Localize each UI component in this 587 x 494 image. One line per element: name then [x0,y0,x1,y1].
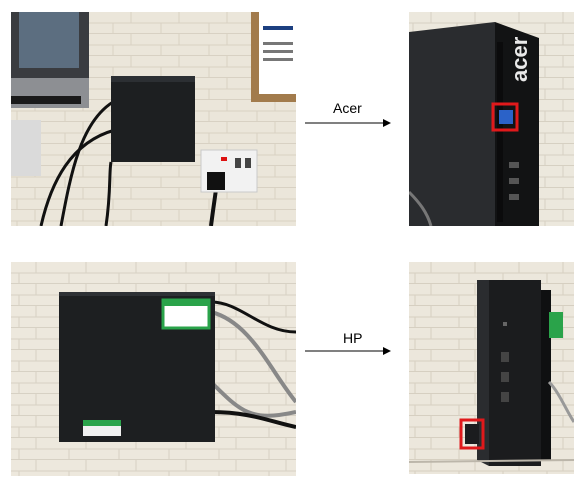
photo-hp-wall [11,262,296,476]
arrow-right-icon [305,347,391,355]
arrow-label-acer: Acer [333,100,362,116]
photo-acer-side: acer [409,12,574,226]
arrow-right-icon [305,119,391,127]
svg-text:acer: acer [507,36,532,82]
photo-hp-side [409,262,574,474]
arrow-label-hp: HP [343,330,363,346]
photo-acer-wall [11,12,296,226]
